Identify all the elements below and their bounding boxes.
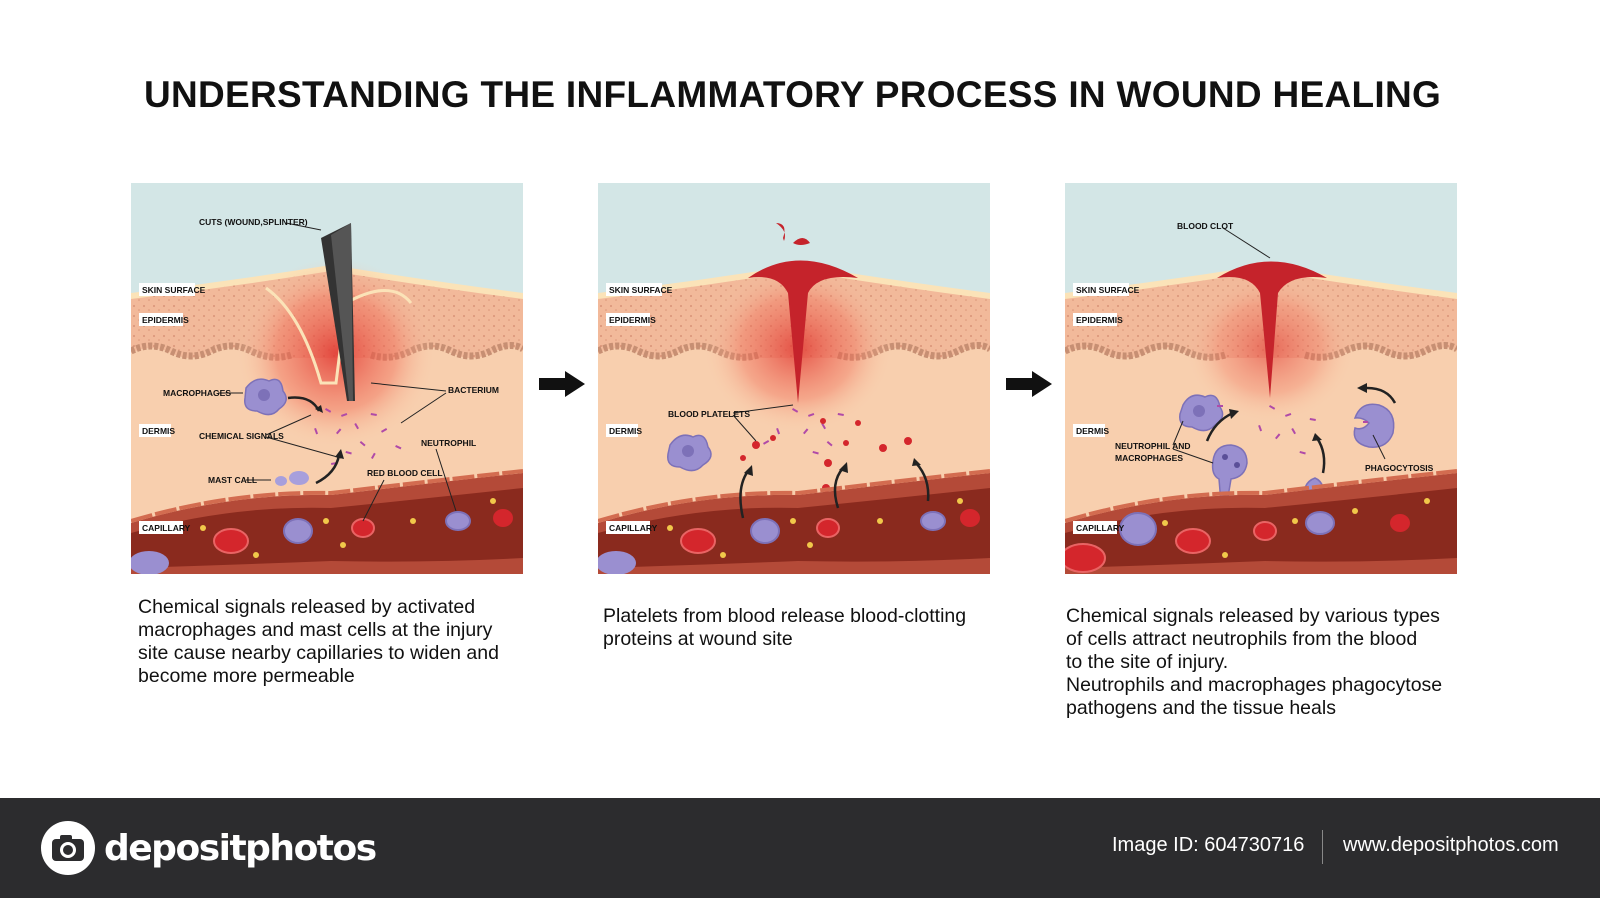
- red-blood-cell-icon: [213, 528, 249, 554]
- neutrophil-icon: [283, 518, 313, 544]
- depositphotos-logo[interactable]: depositphotos: [40, 818, 377, 878]
- tag-epidermis: EPIDERMIS: [1076, 315, 1123, 325]
- panel-inflammation-signals: CUTS (WOUND,SPLINTER) MACROPHAGES BACTER…: [131, 183, 523, 574]
- label-chemical-signals: CHEMICAL SIGNALS: [199, 431, 284, 441]
- platelets-group: [740, 418, 912, 492]
- label-cuts: CUTS (WOUND,SPLINTER): [199, 217, 308, 227]
- panel-phagocytosis: BLOOD CLOT NEUTROPHIL AND MACROPHAGES PH…: [1065, 183, 1457, 574]
- tag-capillary: CAPILLARY: [1076, 523, 1125, 533]
- panel2-illustration: BLOOD PLATELETS SKIN SURFACE EPIDERMIS D…: [598, 183, 990, 574]
- caption-panel-3: Chemical signals released by various typ…: [1066, 605, 1476, 720]
- label-neutrophil: NEUTROPHIL: [421, 438, 476, 448]
- page-title: UNDERSTANDING THE INFLAMMATORY PROCESS I…: [143, 74, 1442, 115]
- tag-skin-surface: SKIN SURFACE: [1076, 285, 1140, 295]
- footer-divider: [1322, 830, 1323, 864]
- label-neutrophil-and: NEUTROPHIL AND: [1115, 441, 1191, 451]
- caption-panel-1: Chemical signals released by activated m…: [138, 596, 533, 688]
- panel1-illustration: CUTS (WOUND,SPLINTER) MACROPHAGES BACTER…: [131, 183, 523, 574]
- blood-clot-icon: [1217, 261, 1327, 398]
- arrow-right-icon: [1006, 371, 1052, 397]
- caption-line: pathogens and the tissue heals: [1066, 697, 1336, 719]
- mast-cell-icon: [289, 471, 309, 485]
- label-bacterium: BACTERIUM: [448, 385, 499, 395]
- label-red-blood-cell: RED BLOOD CELL: [367, 468, 443, 478]
- tag-capillary: CAPILLARY: [142, 523, 191, 533]
- camera-icon: [41, 821, 95, 875]
- arrow-right-icon: [539, 371, 585, 397]
- caption-line: Platelets from blood release blood-clott…: [603, 605, 967, 627]
- caption-line: Chemical signals released by various typ…: [1066, 605, 1440, 627]
- tag-epidermis: EPIDERMIS: [609, 315, 656, 325]
- tag-skin-surface: SKIN SURFACE: [142, 285, 206, 295]
- label-blood-clot: BLOOD CLOT: [1177, 221, 1234, 231]
- image-id: Image ID: 604730716: [1112, 834, 1305, 856]
- neutrophil-icon: [1211, 444, 1248, 504]
- label-mast-call: MAST CALL: [208, 475, 257, 485]
- caption-line: Neutrophils and macrophages phagocytose: [1066, 674, 1443, 696]
- tag-dermis: DERMIS: [609, 426, 642, 436]
- tag-dermis: DERMIS: [142, 426, 175, 436]
- footer-bar: depositphotos Image ID: 604730716 www.de…: [0, 798, 1600, 898]
- caption-line: site cause nearby capillaries to widen a…: [138, 642, 499, 664]
- label-blood-platelets: BLOOD PLATELETS: [668, 409, 750, 419]
- tag-dermis: DERMIS: [1076, 426, 1109, 436]
- caption-line: become more permeable: [138, 665, 355, 687]
- caption-line: of cells attract neutrophils from the bl…: [1066, 628, 1418, 650]
- tag-capillary: CAPILLARY: [609, 523, 658, 533]
- panel3-illustration: BLOOD CLOT NEUTROPHIL AND MACROPHAGES PH…: [1065, 183, 1457, 574]
- phagocytosis-cell-icon: [1353, 403, 1395, 448]
- tag-epidermis: EPIDERMIS: [142, 315, 189, 325]
- label-macrophages: MACROPHAGES: [1115, 453, 1183, 463]
- caption-line: to the site of injury.: [1066, 651, 1229, 673]
- label-macrophages: MACROPHAGES: [163, 388, 231, 398]
- tag-skin-surface: SKIN SURFACE: [609, 285, 673, 295]
- panel-platelets-clotting: BLOOD PLATELETS SKIN SURFACE EPIDERMIS D…: [598, 183, 990, 574]
- caption-panel-2: Platelets from blood release blood-clott…: [603, 605, 1003, 651]
- caption-line: proteins at wound site: [603, 628, 793, 650]
- site-link[interactable]: www.depositphotos.com: [1343, 834, 1559, 856]
- blood-clot-icon: [748, 260, 858, 403]
- label-phagocytosis: PHAGOCYTOSIS: [1365, 463, 1434, 473]
- caption-line: Chemical signals released by activated: [138, 596, 476, 618]
- caption-line: macrophages and mast cells at the injury: [138, 619, 493, 641]
- logo-text: depositphotos: [104, 827, 377, 869]
